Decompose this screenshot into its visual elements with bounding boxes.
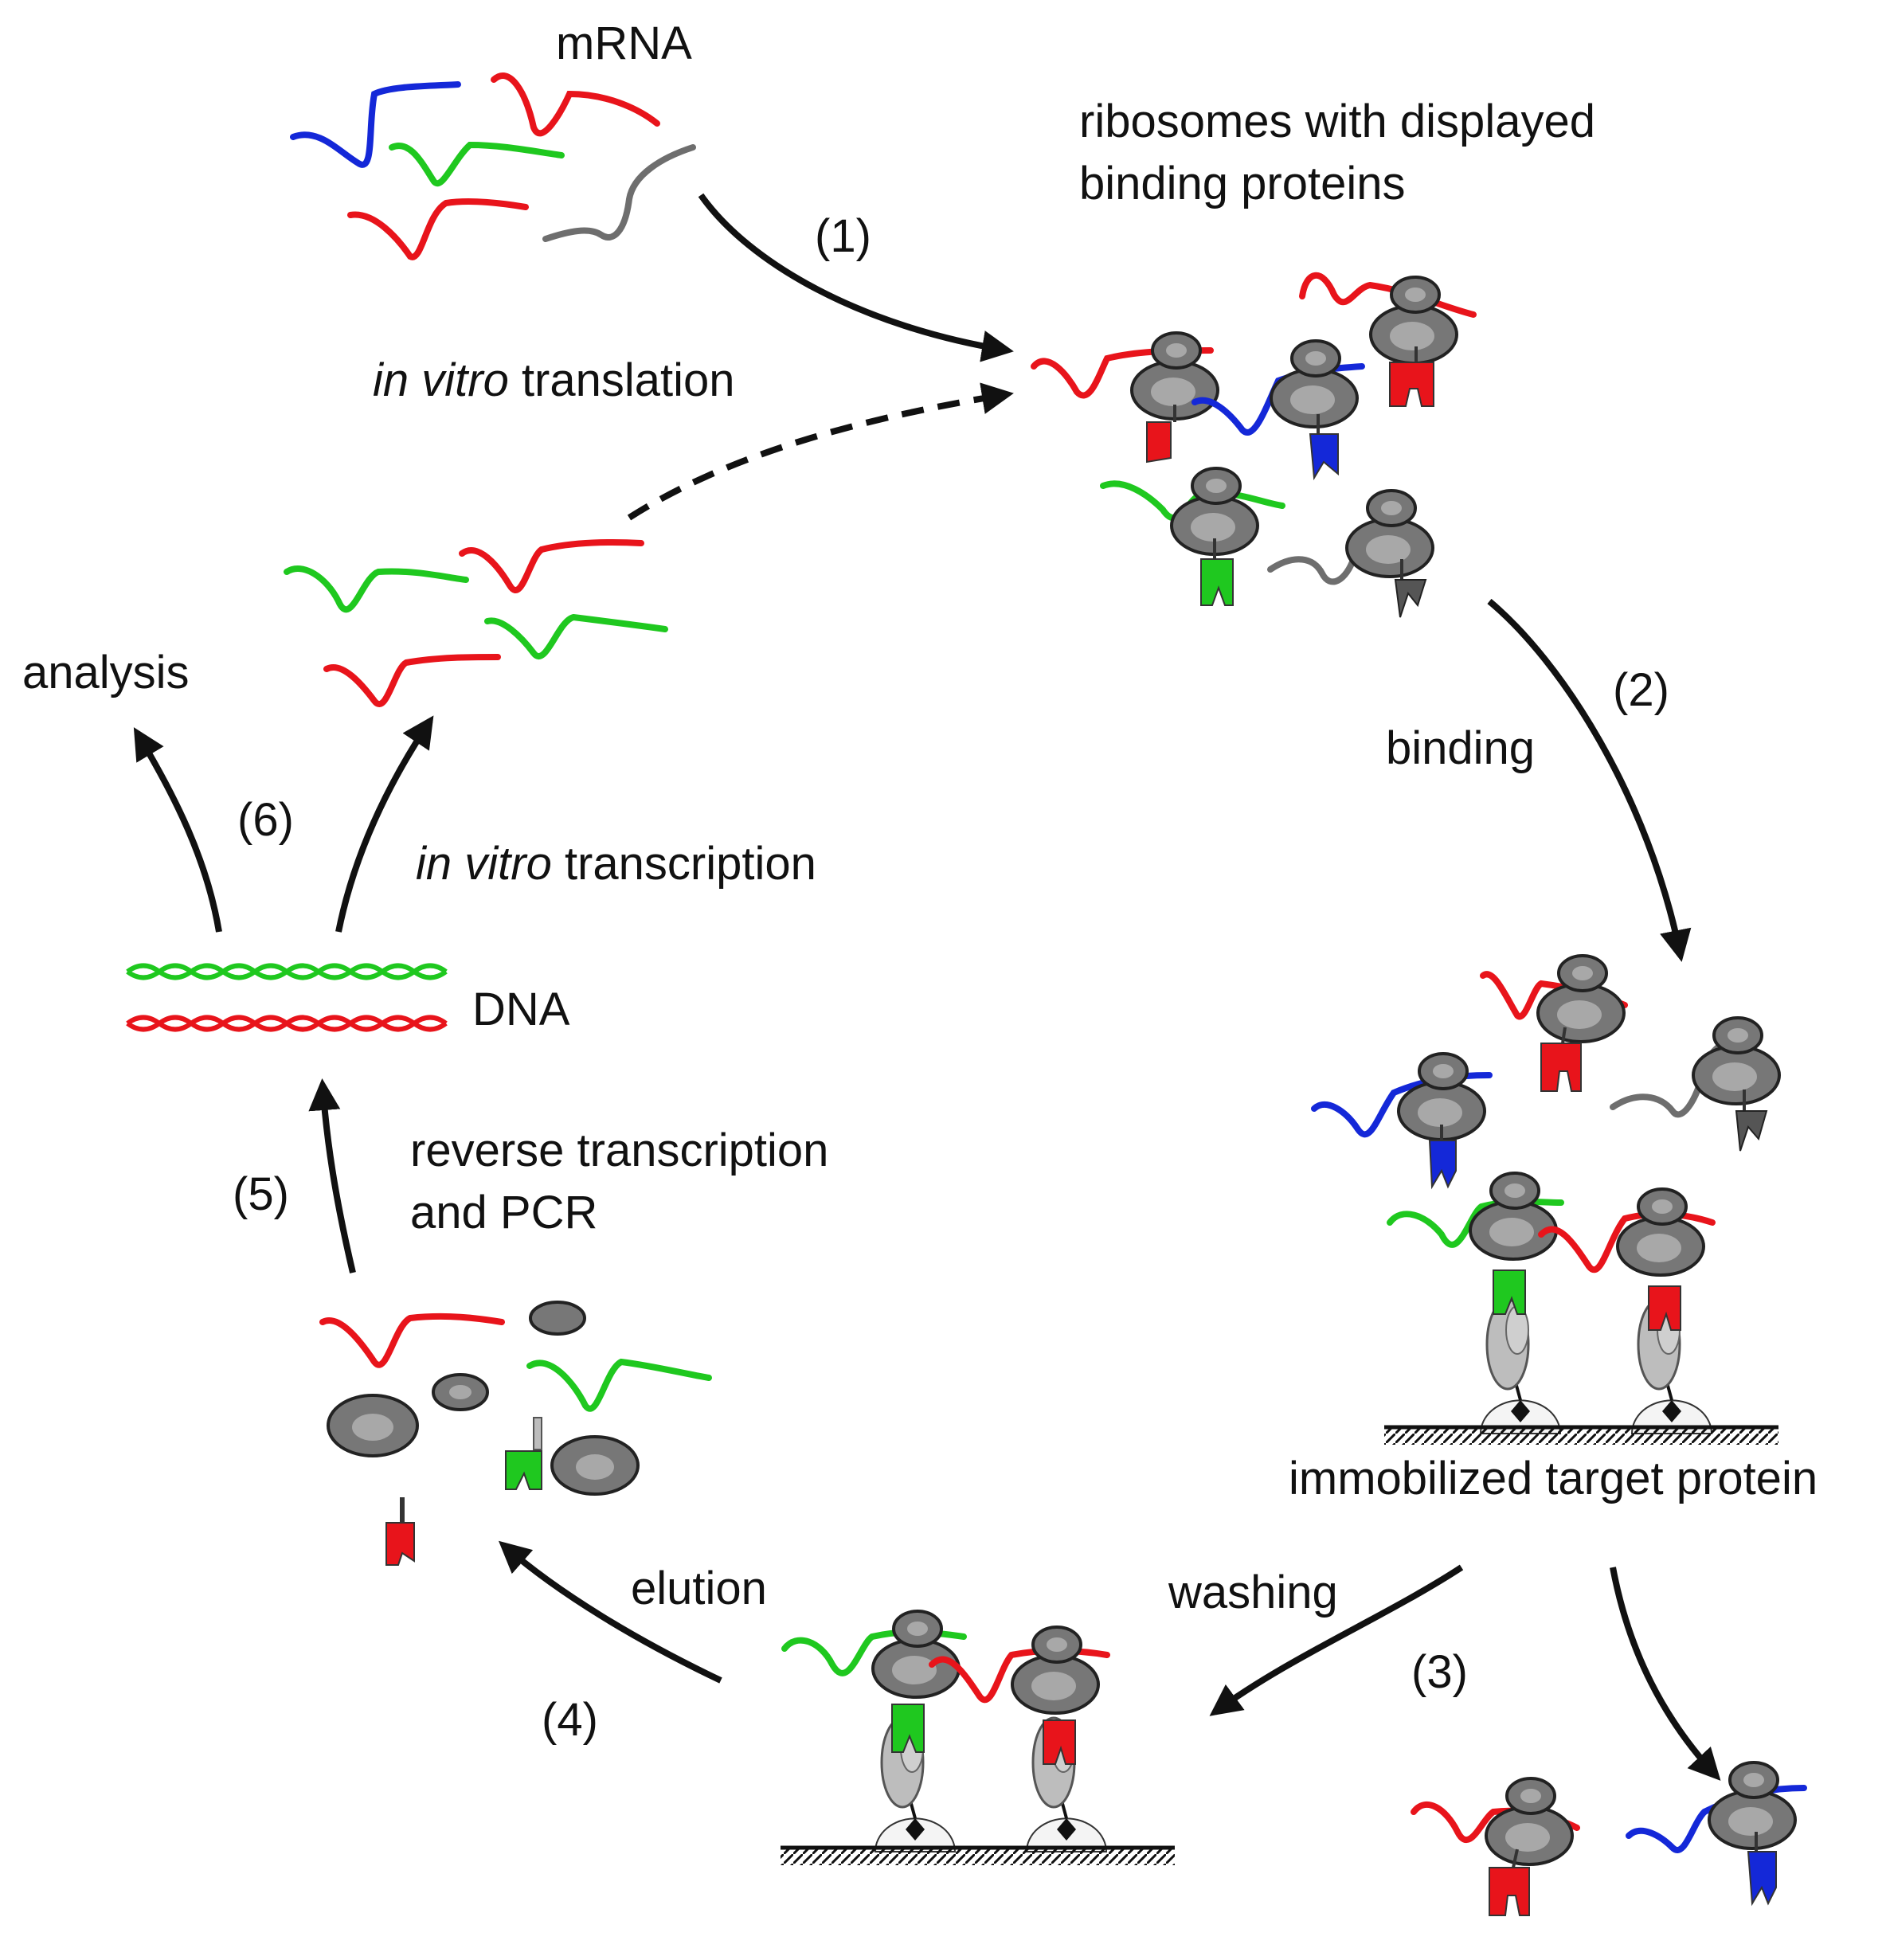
label-analysis: analysis: [22, 647, 190, 698]
washed-complexes: [1411, 1761, 1807, 1916]
surface-hatch: [781, 1848, 1175, 1865]
label-binding: binding: [1386, 722, 1536, 774]
mrna-strand-red: [491, 72, 660, 137]
dna-double-helix: [126, 963, 448, 1032]
ribosome-icon: [1692, 1016, 1781, 1105]
transcribed-mrna: [284, 538, 668, 707]
ribosome-icon: [1536, 954, 1626, 1043]
label-reverse-line2: and PCR: [410, 1187, 598, 1238]
label-mrna: mRNA: [556, 18, 692, 69]
binding-state-complexes: [1311, 954, 1781, 1445]
arrow-step-3-discard: [1610, 1567, 1721, 1781]
mrna-strand-blue: [290, 81, 461, 168]
binding-protein-gray: [1394, 579, 1427, 618]
label-step-5: (5): [233, 1168, 289, 1220]
binding-protein-blue: [1309, 433, 1339, 481]
label-step-2: (2): [1613, 664, 1669, 716]
surface-hatch: [1384, 1427, 1778, 1445]
arrow-step-2: [1487, 598, 1692, 962]
label-step-6: (6): [237, 794, 294, 846]
arrow-step-4: [499, 1540, 722, 1684]
ribosome-complexes: [1031, 272, 1477, 618]
bound-after-washing: [781, 1610, 1175, 1865]
mrna-pool: [290, 72, 696, 260]
ribosome-icon: [871, 1610, 961, 1699]
binding-protein-green: [1200, 558, 1234, 606]
mrna-strand-gray: [542, 144, 696, 242]
ribosome-icon: [1469, 1172, 1558, 1261]
label-step-3: (3): [1411, 1646, 1468, 1698]
ribosome-icon: [1345, 489, 1434, 578]
eluted-components: [319, 1301, 712, 1566]
cycle-arrows: [133, 193, 1721, 1781]
label-washing: washing: [1168, 1567, 1338, 1618]
label-translation: in vitro translation: [373, 353, 735, 409]
ribosome-icon: [1708, 1761, 1797, 1850]
ribosome-icon: [1485, 1777, 1574, 1866]
arrow-step-5: [308, 1078, 356, 1273]
label-translation-italic: in vitro: [373, 354, 509, 406]
label-translation-rest: translation: [508, 354, 735, 406]
label-immobilized: immobilized target protein: [1289, 1453, 1818, 1504]
label-elution: elution: [631, 1563, 767, 1614]
binding-protein-red: [1389, 362, 1434, 407]
arrow-step-3-washing: [1209, 1564, 1464, 1716]
arrow-step-6-analysis: [133, 727, 222, 933]
label-dna: DNA: [472, 984, 570, 1035]
ribosome-icon: [1270, 339, 1359, 428]
mrna-strand-red-2: [347, 198, 529, 260]
target-protein-icon: [1479, 1298, 1562, 1435]
ribosome-icon: [1011, 1626, 1100, 1715]
ribosome-icon: [1616, 1187, 1705, 1277]
label-step-1: (1): [815, 210, 871, 262]
label-step-4: (4): [542, 1694, 598, 1746]
label-ribosomes-line2: binding proteins: [1079, 158, 1406, 209]
label-transcription-italic: in vitro: [416, 838, 552, 890]
arrow-step-6-transcription: [335, 715, 434, 933]
label-reverse-line1: reverse transcription: [410, 1125, 829, 1176]
binding-protein-red: [1146, 421, 1172, 464]
arrow-dashed: [627, 382, 1014, 521]
label-transcription: in vitro transcription: [416, 836, 816, 892]
label-ribosomes-line1: ribosomes with displayed: [1079, 96, 1595, 147]
arrow-step-1: [698, 193, 1014, 362]
mrna-strand-green: [389, 141, 565, 187]
label-transcription-rest: transcription: [551, 838, 816, 890]
